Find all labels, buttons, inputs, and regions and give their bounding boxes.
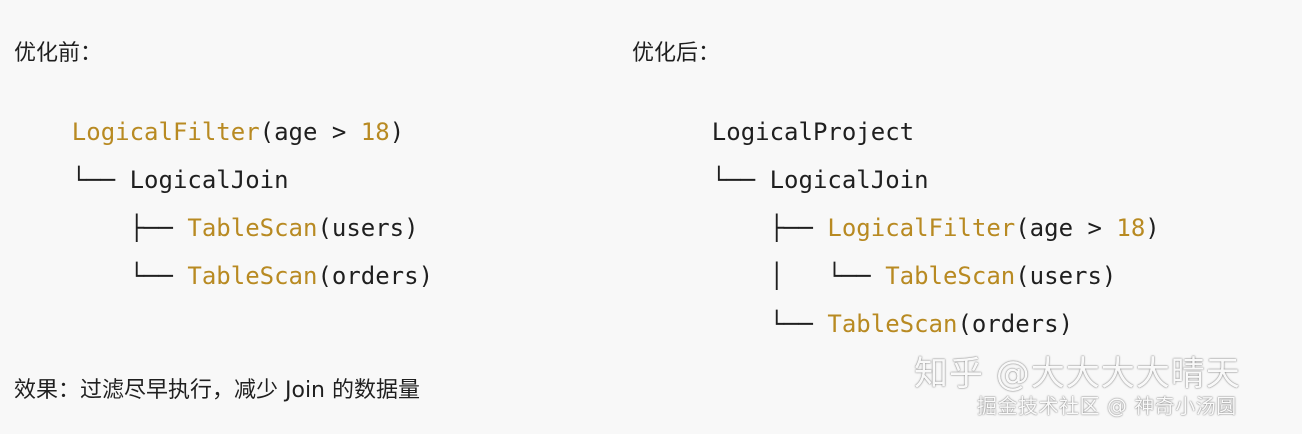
right-line-3: ├── LogicalFilter(age > 18) (654, 183, 1160, 273)
right-line-3-args: (age > (1015, 214, 1117, 242)
effect-summary: 效果：过滤尽早执行，减少 Join 的数据量 (14, 378, 420, 403)
left-line-2-text: LogicalJoin (129, 166, 289, 194)
right-line-1-text: LogicalProject (711, 118, 915, 146)
left-line-1-args: (age > (259, 118, 361, 146)
right-line-4-tree: │ └── (711, 262, 886, 290)
right-line-3-close: ) (1145, 214, 1160, 242)
left-line-2-tree: └── (71, 166, 130, 194)
left-line-4-tree: └── (71, 262, 188, 290)
right-line-5-function: TableScan (827, 310, 958, 338)
left-panel-title: 优化前： (14, 41, 103, 66)
left-line-1-function: LogicalFilter (71, 118, 260, 146)
right-line-3-tree: ├── (711, 214, 828, 242)
left-line-1: LogicalFilter(age > 18) (14, 87, 404, 177)
left-line-4-function: TableScan (187, 262, 318, 290)
left-line-3-tree: ├── (71, 214, 188, 242)
left-line-3-args: (users) (317, 214, 419, 242)
right-line-4-function: TableScan (885, 262, 1016, 290)
right-line-2-text: LogicalJoin (769, 166, 929, 194)
right-line-2: └── LogicalJoin (654, 135, 929, 225)
right-line-5-args: (orders) (957, 310, 1074, 338)
left-line-4: └── TableScan(orders) (14, 231, 433, 321)
left-line-3-function: TableScan (187, 214, 318, 242)
right-line-5: └── TableScan(orders) (654, 279, 1073, 369)
juejin-watermark: 掘金技术社区 @ 神奇小汤圆 (977, 394, 1237, 418)
right-line-3-function: LogicalFilter (827, 214, 1016, 242)
left-line-1-number: 18 (360, 118, 390, 146)
left-line-1-close: ) (389, 118, 405, 146)
right-line-1: LogicalProject (654, 87, 914, 177)
zhihu-watermark: 知乎 @大大大大晴天 (914, 354, 1241, 394)
right-line-4-args: (users) (1015, 262, 1117, 290)
right-line-5-tree: └── (711, 310, 828, 338)
right-line-2-tree: └── (711, 166, 770, 194)
left-line-4-args: (orders) (317, 262, 434, 290)
right-line-4: │ └── TableScan(users) (654, 231, 1117, 321)
left-line-3: ├── TableScan(users) (14, 183, 419, 273)
right-line-3-number: 18 (1116, 214, 1146, 242)
right-panel-title: 优化后： (632, 41, 721, 66)
left-line-2: └── LogicalJoin (14, 135, 289, 225)
